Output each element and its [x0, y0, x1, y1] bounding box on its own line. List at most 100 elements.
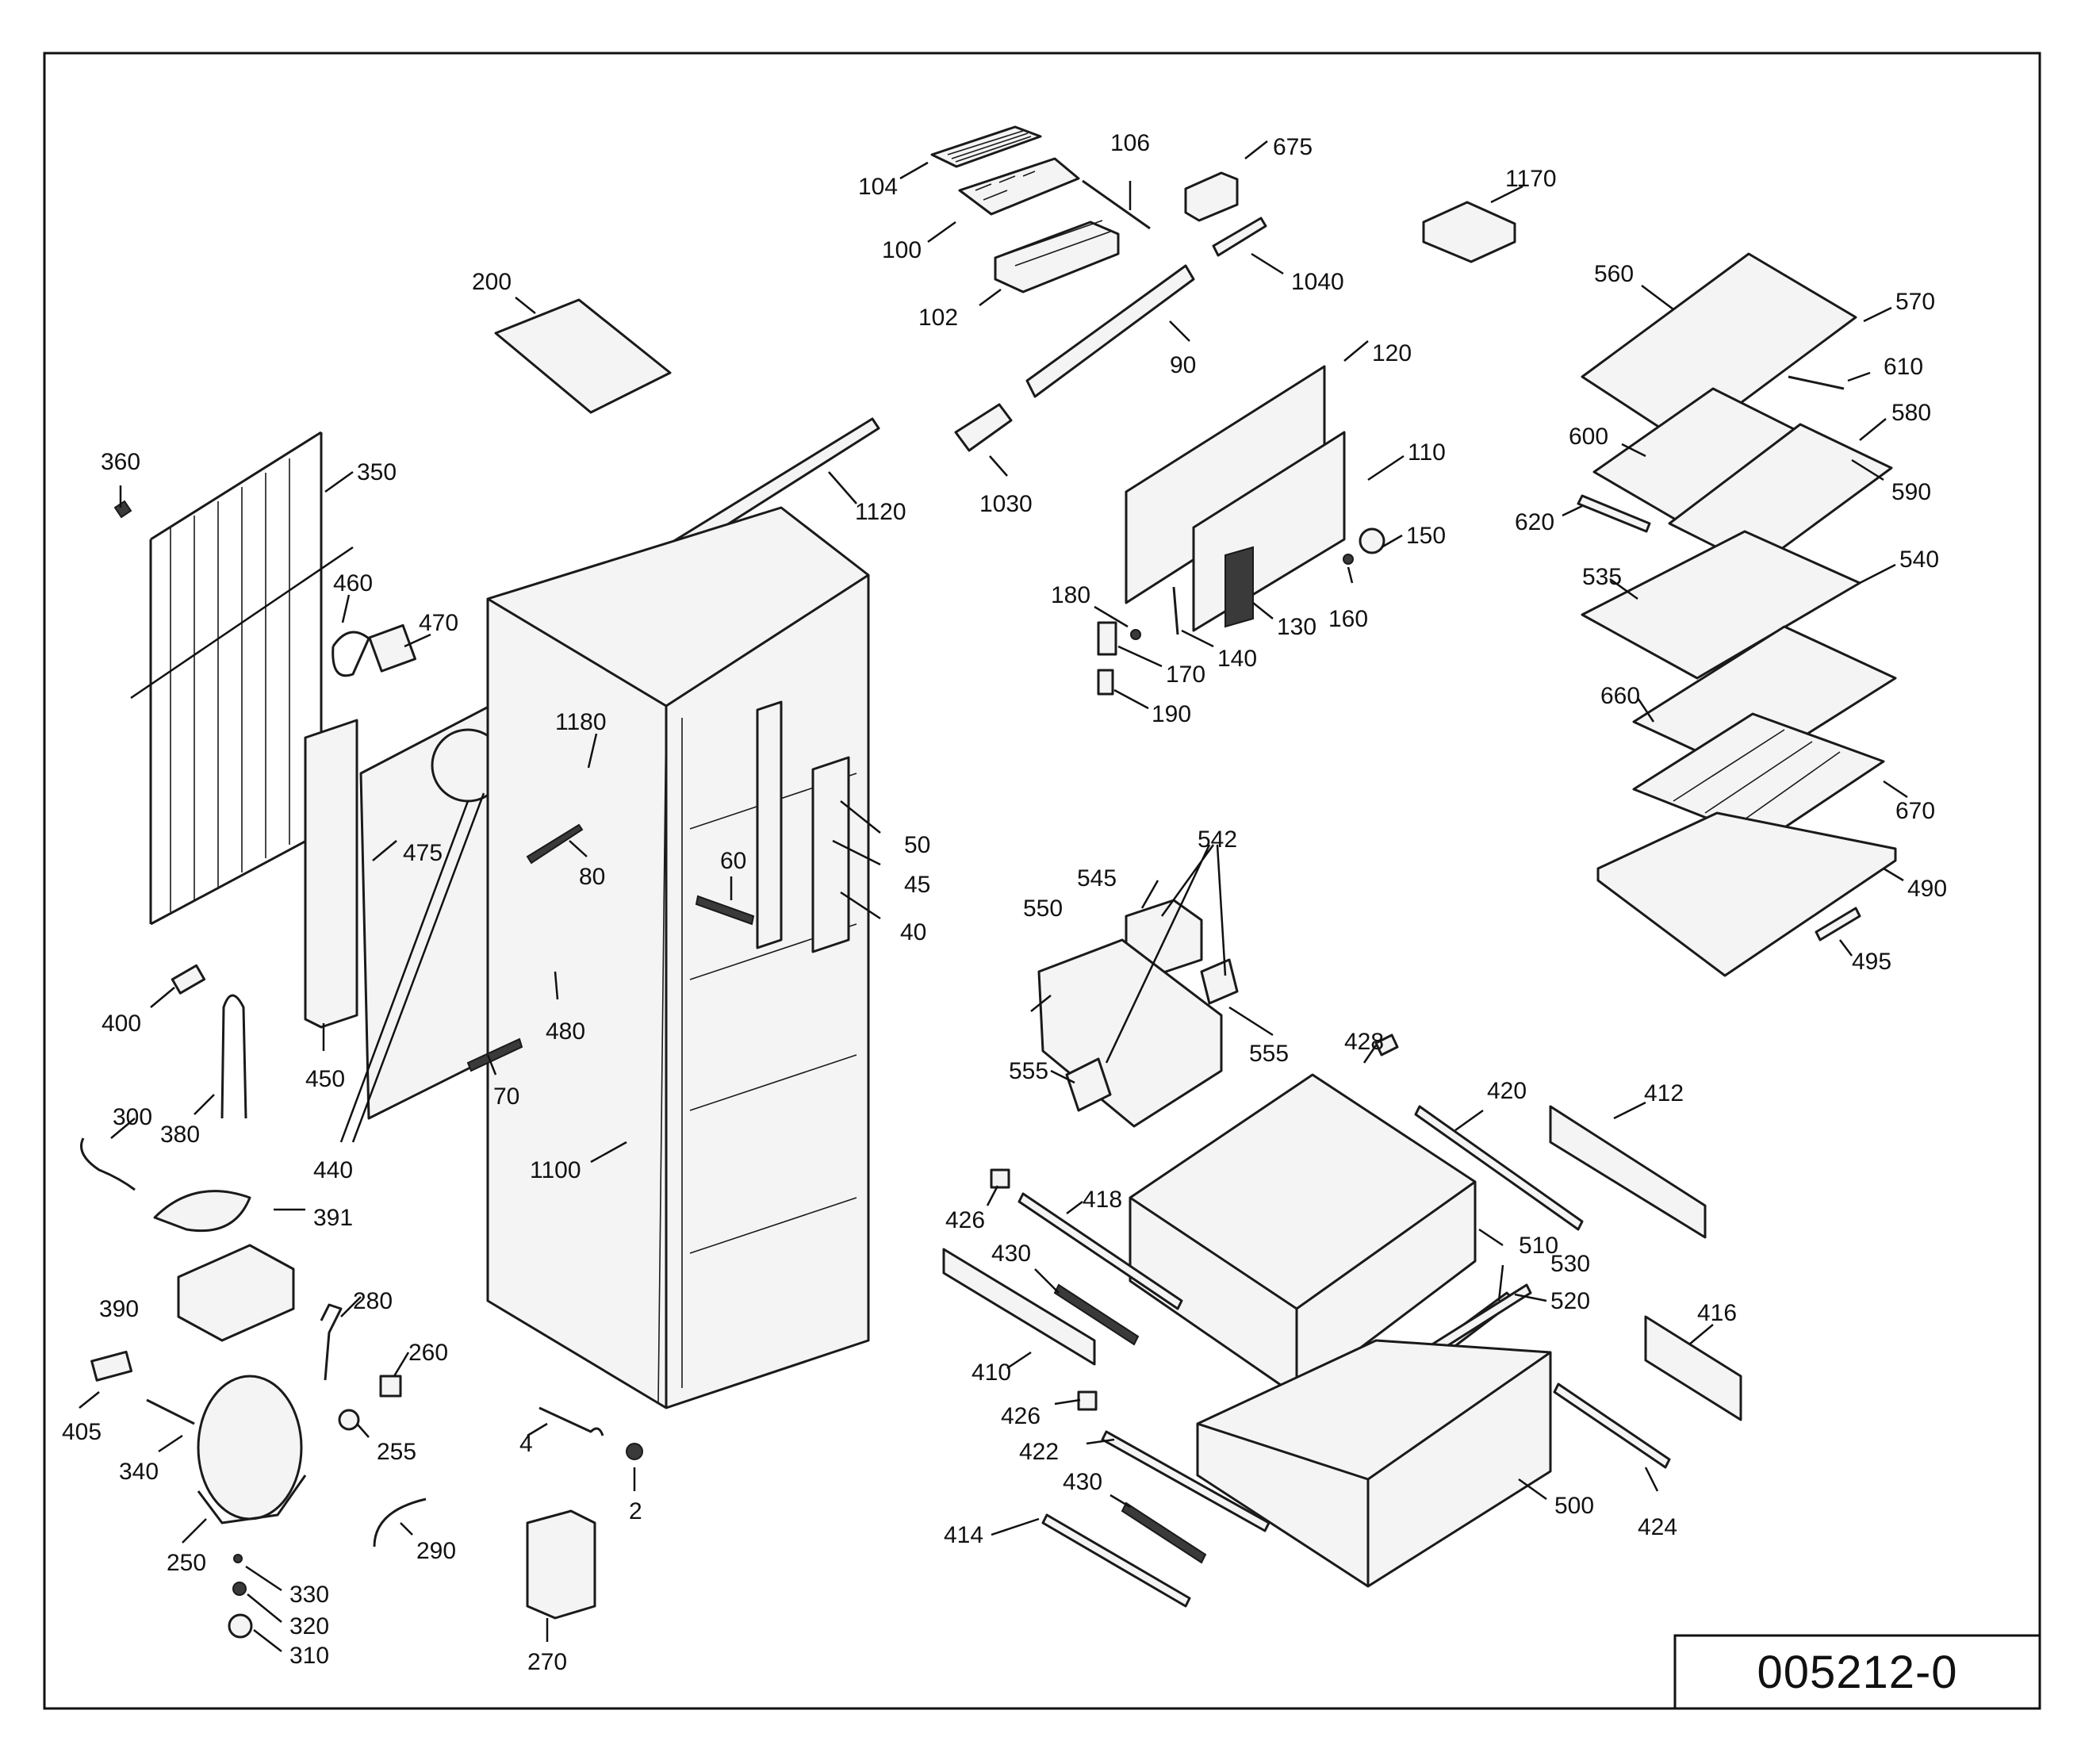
label-426-bottom: 426 [1001, 1403, 1040, 1429]
part-180-screw [1130, 629, 1141, 640]
label-150: 150 [1406, 523, 1446, 549]
part-300-cord [80, 1137, 136, 1191]
label-60: 60 [720, 848, 746, 874]
label-620: 620 [1515, 509, 1554, 535]
label-424: 424 [1638, 1514, 1677, 1540]
label-660: 660 [1600, 683, 1640, 709]
label-535: 535 [1582, 564, 1622, 590]
part-675-bracket [1184, 171, 1239, 222]
part-320-washer [232, 1582, 247, 1596]
part-150-knob [1359, 527, 1385, 554]
label-4: 4 [519, 1431, 533, 1457]
label-290: 290 [416, 1538, 456, 1564]
label-490: 490 [1907, 876, 1947, 902]
part-500-drawer [1196, 1339, 1552, 1588]
part-260-clip [379, 1375, 402, 1398]
label-520: 520 [1550, 1288, 1590, 1314]
part-1100-cabinet [486, 506, 870, 1409]
label-40: 40 [900, 919, 926, 945]
label-140: 140 [1217, 646, 1257, 672]
part-250-compressor [197, 1375, 307, 1524]
label-400: 400 [102, 1010, 141, 1037]
part-490-drawer-frame [1596, 811, 1897, 977]
part-610-bracket [1788, 375, 1845, 390]
part-426-clip-a [990, 1168, 1010, 1189]
label-410: 410 [972, 1359, 1011, 1386]
label-1040: 1040 [1291, 269, 1344, 295]
part-330-screw [233, 1554, 243, 1563]
drawing-number: 005212-0 [1757, 1646, 1958, 1698]
part-424-rail [1553, 1382, 1671, 1469]
label-2: 2 [629, 1498, 642, 1524]
part-104-control-cover [930, 125, 1042, 168]
label-542: 542 [1198, 826, 1237, 853]
part-560-shelf [1581, 252, 1857, 446]
label-580: 580 [1891, 400, 1931, 426]
label-1170: 1170 [1505, 166, 1557, 192]
label-675: 675 [1273, 134, 1313, 160]
part-90-front-panel [1025, 264, 1195, 398]
label-555-right: 555 [1249, 1041, 1289, 1067]
label-260: 260 [408, 1340, 448, 1366]
part-350-condenser [130, 431, 354, 926]
part-1170-box [1422, 201, 1516, 263]
label-414: 414 [944, 1522, 983, 1548]
label-495: 495 [1852, 949, 1891, 975]
part-1030-panel [954, 403, 1013, 452]
label-420: 420 [1487, 1078, 1527, 1104]
label-100: 100 [882, 237, 922, 263]
label-670: 670 [1895, 798, 1935, 824]
label-428: 428 [1344, 1029, 1384, 1055]
part-460-clip [332, 631, 370, 677]
label-390: 390 [99, 1296, 139, 1322]
drawing-frame [43, 52, 2041, 1710]
label-160: 160 [1328, 606, 1368, 632]
label-412: 412 [1644, 1080, 1684, 1106]
label-45: 45 [904, 872, 930, 898]
label-70: 70 [493, 1083, 519, 1110]
label-190: 190 [1152, 701, 1191, 727]
part-416-rail [1644, 1315, 1742, 1421]
part-405-pad [90, 1350, 133, 1382]
part-255-grommet [338, 1409, 360, 1431]
label-180: 180 [1051, 582, 1090, 608]
label-270: 270 [527, 1649, 567, 1675]
label-110: 110 [1408, 439, 1446, 466]
part-60-rod [695, 895, 755, 926]
label-106: 106 [1110, 130, 1150, 156]
part-555-clip-a [1200, 958, 1239, 1005]
label-500: 500 [1554, 1493, 1594, 1519]
part-414-front-strip [1041, 1513, 1191, 1608]
title-block [1673, 1634, 2040, 1708]
label-450: 450 [305, 1066, 345, 1092]
label-255: 255 [377, 1439, 416, 1465]
part-160-screw [1343, 554, 1354, 565]
label-430-top: 430 [991, 1241, 1031, 1267]
label-418: 418 [1083, 1187, 1122, 1213]
part-391-clamp [153, 1190, 251, 1233]
label-475: 475 [403, 840, 443, 866]
label-391: 391 [313, 1205, 353, 1231]
leader-lines [79, 140, 1908, 1652]
label-380: 380 [160, 1122, 200, 1148]
label-416: 416 [1697, 1300, 1737, 1326]
label-50: 50 [904, 832, 930, 858]
label-510: 510 [1519, 1233, 1558, 1259]
label-440: 440 [313, 1157, 353, 1183]
part-2-screw [626, 1443, 643, 1460]
label-200: 200 [472, 269, 512, 295]
label-426-top: 426 [945, 1207, 985, 1233]
part-420-rail [1414, 1105, 1584, 1231]
parts-layer [80, 125, 1897, 1639]
label-104: 104 [858, 174, 898, 200]
part-410-front-strip [942, 1248, 1096, 1366]
part-450-panel [304, 719, 358, 1029]
part-number-labels: 104 100 106 675 1170 102 1040 90 200 103… [62, 130, 1947, 1675]
label-460: 460 [333, 570, 373, 596]
label-545: 545 [1077, 865, 1117, 892]
part-200-shelf [494, 298, 672, 414]
label-540: 540 [1899, 546, 1939, 573]
part-510-drawer [1129, 1073, 1477, 1398]
part-390-bracket [177, 1244, 295, 1342]
